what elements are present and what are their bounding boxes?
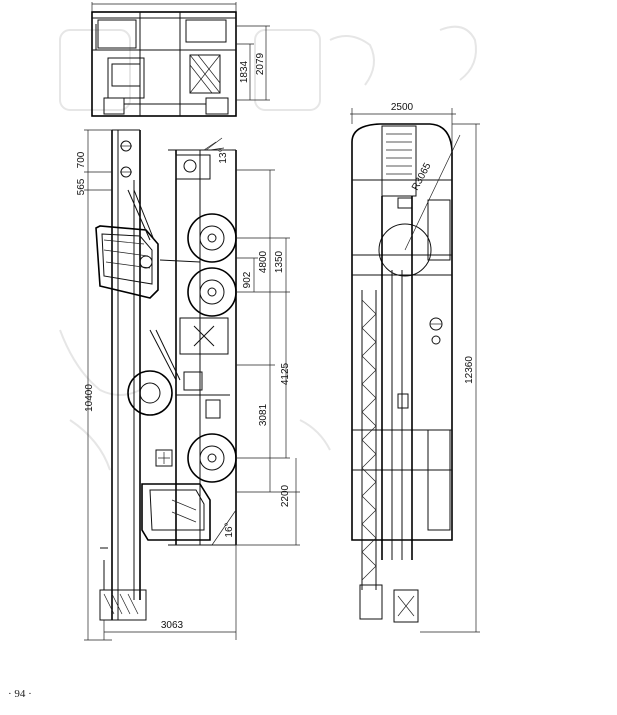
angle-13: 13°: [218, 148, 229, 163]
dim-2079: 2079: [255, 52, 266, 75]
top-view-front: [91, 2, 270, 117]
page-number: · 94 ·: [8, 688, 32, 700]
dim-1834: 1834: [239, 60, 250, 83]
plan-view-crane: [350, 108, 480, 633]
dim-12360: 12360: [464, 356, 475, 384]
wheel-2: [187, 267, 237, 317]
dim-10400: 10400: [84, 384, 95, 412]
dim-R3065: R3065: [410, 161, 434, 193]
dim-4125: 4125: [280, 362, 291, 385]
dim-3081: 3081: [258, 403, 269, 426]
wheel-1: [187, 213, 237, 263]
dim-1350: 1350: [274, 250, 285, 273]
wheel-4: [187, 433, 237, 483]
dim-3063: 3063: [161, 620, 184, 631]
wheel-3: [127, 370, 173, 416]
dim-565: 565: [76, 178, 87, 195]
side-view-crane: [84, 129, 300, 641]
angle-16: 16°: [224, 522, 235, 537]
dim-700: 700: [76, 151, 87, 168]
dim-2200: 2200: [280, 484, 291, 507]
dim-902: 902: [242, 271, 253, 288]
background-ghost-marks: [59, 25, 477, 471]
dim-2500: 2500: [391, 102, 414, 113]
dim-4800: 4800: [258, 250, 269, 273]
